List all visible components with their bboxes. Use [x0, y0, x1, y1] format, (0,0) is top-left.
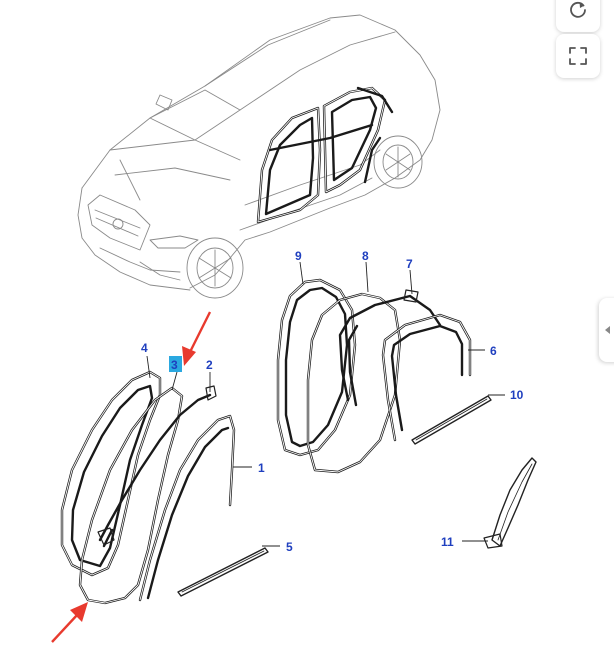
rear-door-seals [276, 278, 537, 549]
callout-6[interactable]: 6 [490, 344, 497, 358]
annotation-arrows [51, 311, 212, 643]
callout-11[interactable]: 11 [441, 535, 454, 549]
annotation-arrow-top [182, 311, 212, 366]
callout-2[interactable]: 2 [206, 358, 213, 372]
callout-5[interactable]: 5 [286, 540, 293, 554]
callout-9[interactable]: 9 [295, 249, 302, 263]
callout-7[interactable]: 7 [406, 257, 413, 271]
fullscreen-button[interactable] [556, 34, 600, 78]
callout-1[interactable]: 1 [258, 461, 265, 475]
callout-labels: 1 2 3 4 5 6 7 8 9 10 11 [141, 249, 524, 554]
side-panel-toggle[interactable] [599, 298, 614, 362]
callout-8[interactable]: 8 [362, 249, 369, 263]
expand-icon [569, 47, 587, 65]
leader-lines [146, 261, 505, 547]
annotation-arrow-bottom [51, 602, 88, 643]
chevron-left-icon [605, 326, 610, 334]
front-door-seals [60, 370, 269, 605]
callout-3[interactable]: 3 [171, 358, 178, 372]
vehicle-illustration [77, 14, 441, 299]
reset-icon [570, 1, 586, 18]
reset-view-button[interactable] [556, 0, 600, 32]
callout-3-highlight [169, 356, 182, 372]
callout-4[interactable]: 4 [141, 341, 148, 355]
callout-10[interactable]: 10 [510, 388, 524, 402]
